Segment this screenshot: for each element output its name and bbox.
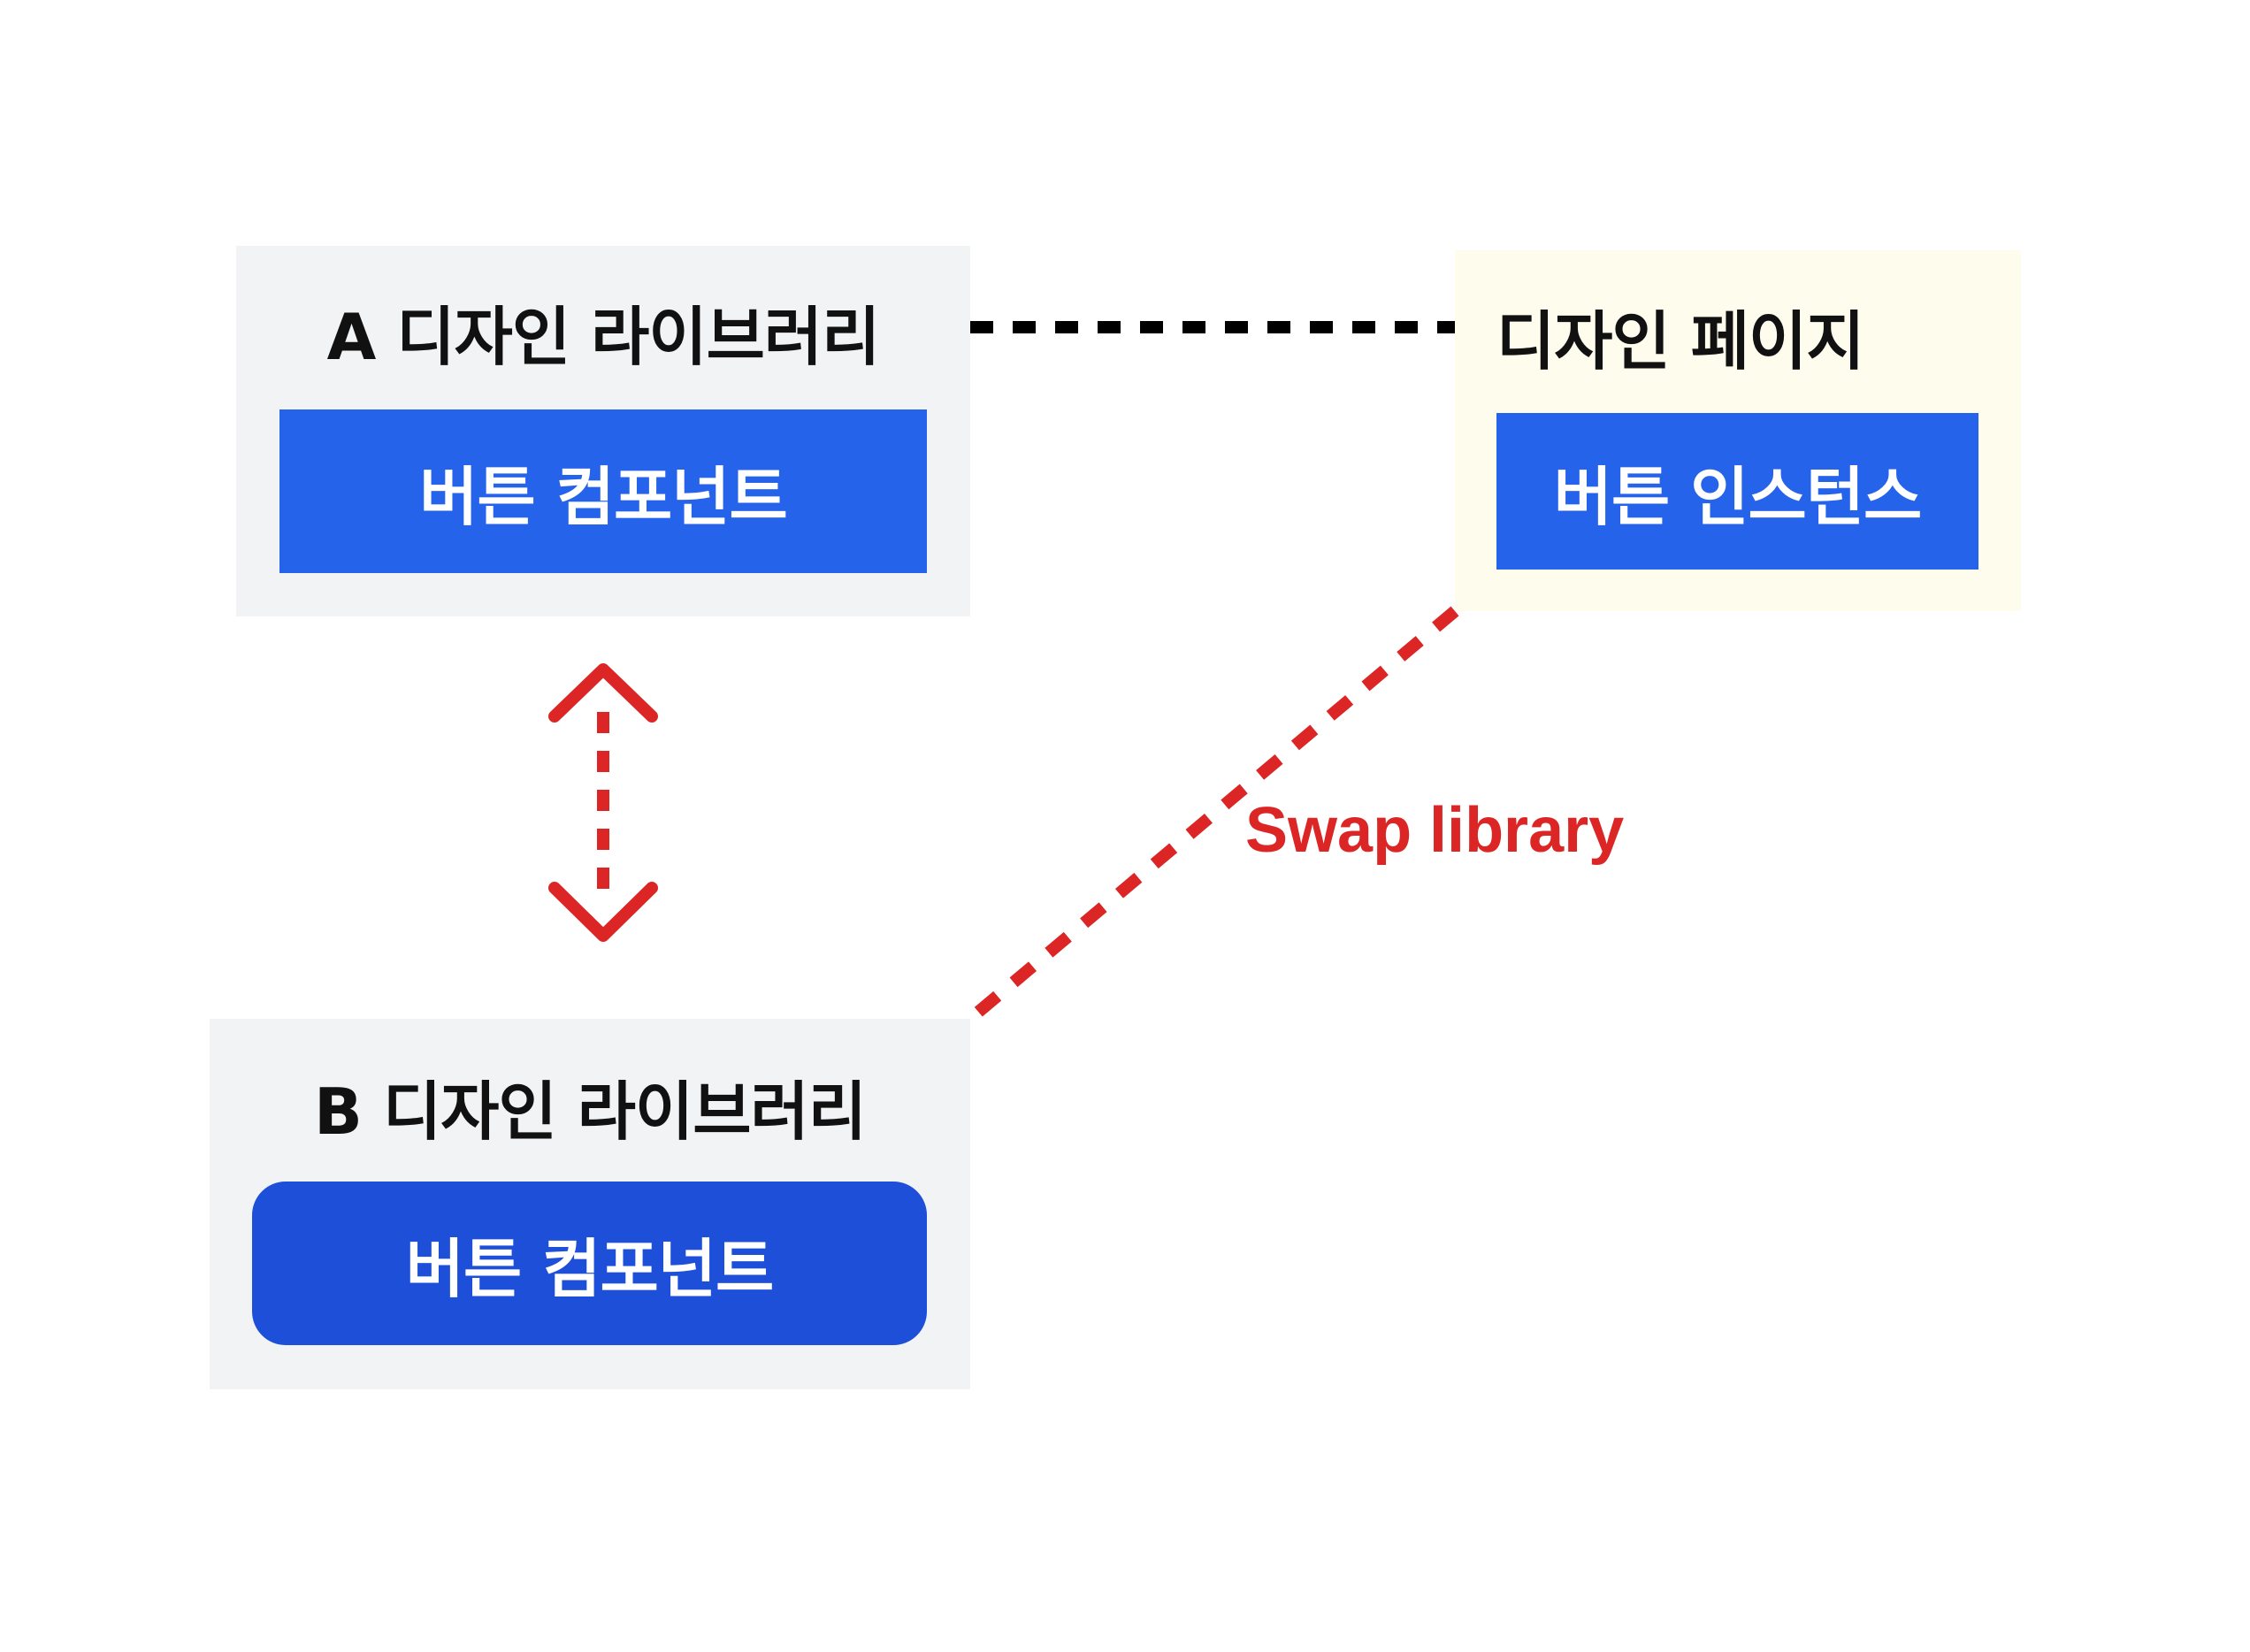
library-a-button-component[interactable]: 버튼 컴포넌트: [279, 409, 927, 573]
swap-connector: [966, 606, 1459, 1024]
arrow-head-down: [548, 882, 658, 942]
design-page-button-instance[interactable]: 버튼 인스턴스: [1496, 413, 1978, 570]
double-headed-arrow-icon: [548, 663, 658, 942]
design-page-title: 디자인 페이지: [1496, 304, 1865, 379]
library-b-button-component[interactable]: 버튼 컴포넌트: [252, 1182, 927, 1345]
arrow-head-up: [548, 663, 658, 723]
swap-library-label: Swap library: [1245, 795, 1625, 866]
library-b-title: B 디자인 라이브러리: [314, 1075, 867, 1149]
library-a-title: A 디자인 라이브러리: [326, 300, 881, 374]
